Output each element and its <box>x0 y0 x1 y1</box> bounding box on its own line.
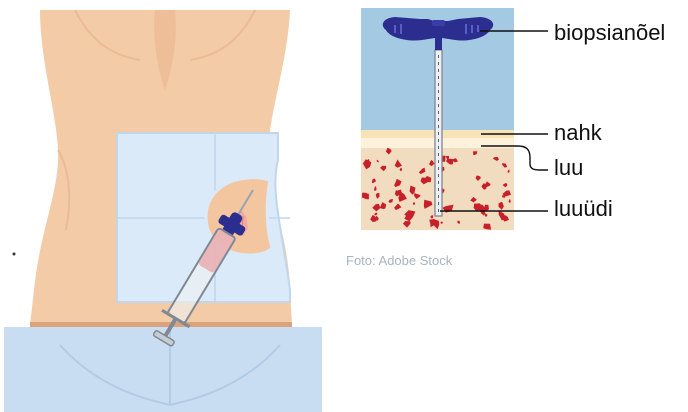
stray-dot <box>13 253 16 256</box>
needle-label: biopsianõel <box>554 22 665 44</box>
bone-label: luu <box>554 157 583 179</box>
cross-section-panel <box>361 8 548 230</box>
photo-credit: Foto: Adobe Stock <box>346 253 452 268</box>
skin-label: nahk <box>554 122 602 144</box>
marrow-label: luuüdi <box>554 198 613 220</box>
